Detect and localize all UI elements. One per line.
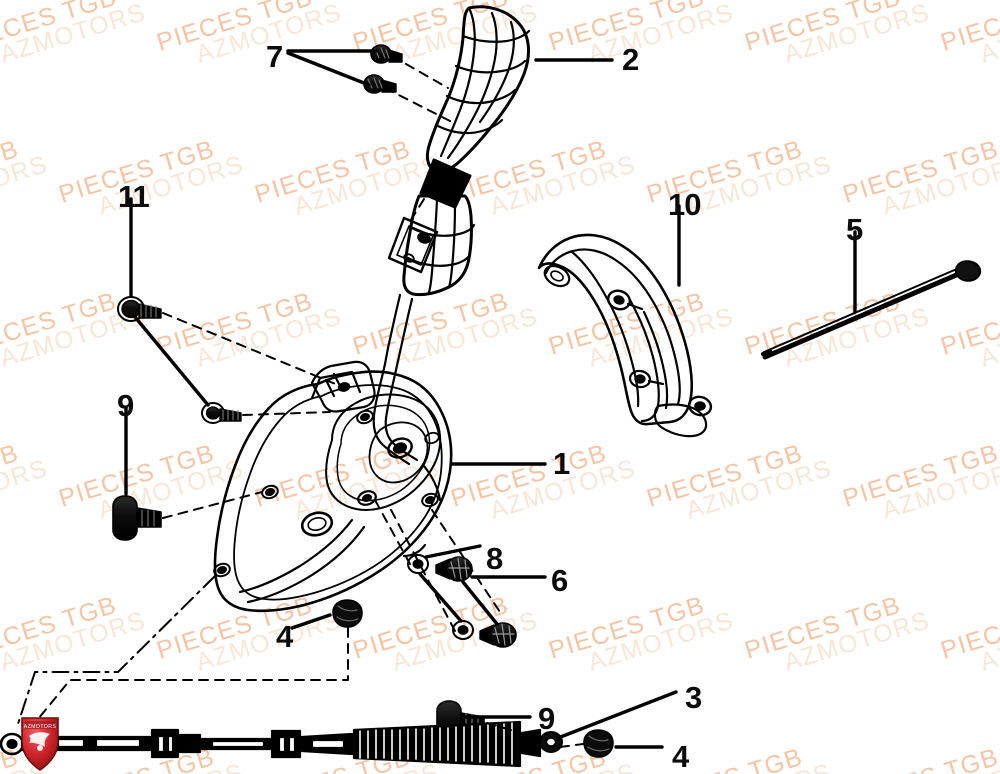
callout-10[interactable]: 10 xyxy=(668,187,701,222)
callout-8[interactable]: 8 xyxy=(486,541,504,576)
part-nut-4a xyxy=(332,599,363,628)
callout-6[interactable]: 6 xyxy=(551,563,569,598)
part-nut-4b xyxy=(583,729,614,758)
part-shift-lever-knob xyxy=(402,5,531,297)
callout-11[interactable]: 11 xyxy=(118,179,150,214)
part-connecting-rod xyxy=(761,260,982,360)
callout-4a[interactable]: 4 xyxy=(276,619,294,654)
callout-3[interactable]: 3 xyxy=(685,680,703,715)
assembly-dashdot-line xyxy=(17,575,216,725)
callout-5[interactable]: 5 xyxy=(846,212,864,247)
part-flange-bolt-left xyxy=(112,495,162,541)
part-pivot-bolt-washer xyxy=(201,402,242,424)
callout-7[interactable]: 7 xyxy=(266,39,284,74)
part-shift-gate-cover-bracket xyxy=(537,233,713,438)
azmotors-shield-logo: AZMOTORS xyxy=(21,717,59,771)
leader-lines-solid xyxy=(124,49,857,749)
callout-9a[interactable]: 9 xyxy=(117,388,135,423)
callout-9b[interactable]: 9 xyxy=(538,701,556,736)
assembly-dashed-lines xyxy=(24,55,584,748)
part-bolt-6b xyxy=(479,622,517,648)
svg-text:AZMOTORS: AZMOTORS xyxy=(24,724,57,730)
part-shift-cable-assembly xyxy=(0,720,563,768)
callout-2[interactable]: 2 xyxy=(622,42,640,77)
part-gear-shifter-housing xyxy=(213,360,453,613)
part-washer-8b xyxy=(452,620,474,640)
callout-4b[interactable]: 4 xyxy=(672,739,690,774)
callout-1[interactable]: 1 xyxy=(553,446,571,481)
